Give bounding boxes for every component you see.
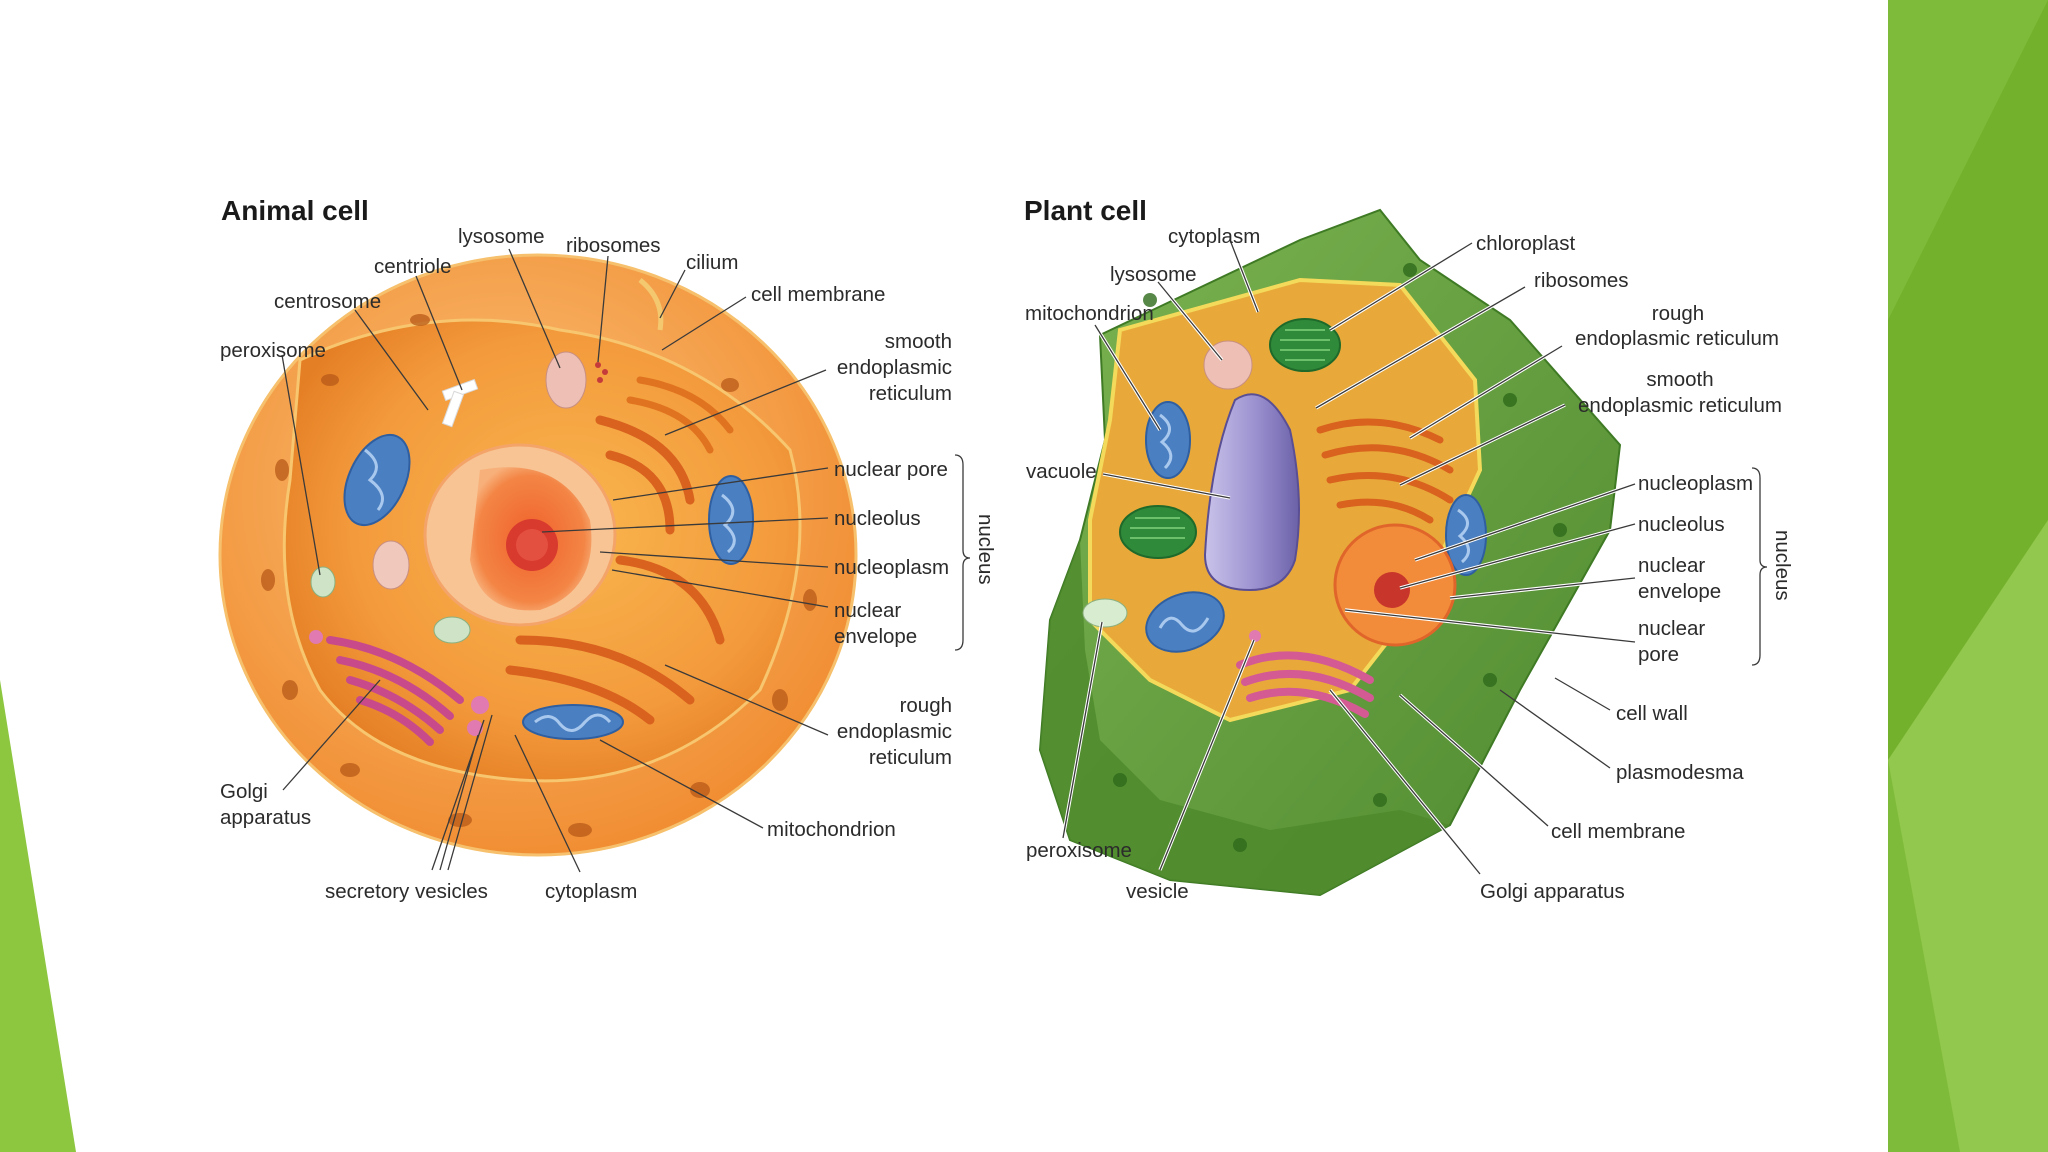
animal-label-nuclear-pore: nuclear pore xyxy=(834,458,948,481)
animal-label-smooth-er-1: smooth xyxy=(885,330,952,353)
plant-label-nucleus-bracket: nucleus xyxy=(1771,530,1794,601)
plant-label-nucleoplasm: nucleoplasm xyxy=(1638,472,1753,495)
animal-label-rough-er-1: rough xyxy=(900,694,952,717)
nucleolus-texture xyxy=(516,529,548,561)
plant-cell-title: Plant cell xyxy=(1024,195,1147,226)
left-green-sliver xyxy=(0,680,76,1152)
plant-label-smooth-er-1: smooth xyxy=(1646,368,1713,391)
animal-labels: lysosome ribosomes cilium centriole cell… xyxy=(220,225,997,903)
plant-mitochondria xyxy=(1145,401,1487,653)
animal-label-nuclear-envelope-1: nuclear xyxy=(834,599,901,622)
plant-cell-wall-side xyxy=(1040,540,1450,895)
animal-cell-title: Animal cell xyxy=(221,195,369,226)
plant-label-nuclear-envelope-1: nuclear xyxy=(1638,554,1705,577)
animal-cell-diagram: Animal cell xyxy=(218,195,997,903)
animal-label-cilium: cilium xyxy=(686,251,738,274)
animal-smooth-er-shape xyxy=(626,376,734,454)
animal-cilium-shape xyxy=(638,278,664,331)
plant-label-peroxisome: peroxisome xyxy=(1026,839,1132,862)
plant-label-rough-er-1: rough xyxy=(1652,302,1704,325)
plant-label-nuclear-envelope-2: envelope xyxy=(1638,580,1721,603)
animal-label-nucleus-bracket: nucleus xyxy=(974,514,997,585)
animal-label-centrosome: centrosome xyxy=(274,290,381,313)
animal-label-rough-er-2: endoplasmic xyxy=(837,720,952,743)
animal-centriole-shape xyxy=(441,378,479,428)
animal-label-centriole: centriole xyxy=(374,255,452,278)
plant-label-golgi: Golgi apparatus xyxy=(1480,880,1625,903)
plant-label-cell-wall: cell wall xyxy=(1616,702,1688,725)
animal-label-ribosomes: ribosomes xyxy=(566,234,661,257)
plant-label-plasmodesma: plasmodesma xyxy=(1616,761,1744,784)
plant-label-nuclear-pore-2: pore xyxy=(1638,643,1679,666)
animal-mitochondria xyxy=(343,433,754,740)
membrane-pits xyxy=(261,314,817,837)
animal-rough-er-shape xyxy=(505,415,725,725)
animal-label-cell-membrane: cell membrane xyxy=(751,283,885,306)
animal-label-nuclear-envelope-2: envelope xyxy=(834,625,917,648)
plant-label-ribosomes: ribosomes xyxy=(1534,269,1629,292)
plant-chloroplasts xyxy=(1119,318,1341,559)
animal-label-golgi-2: apparatus xyxy=(220,806,311,829)
plant-label-cell-membrane: cell membrane xyxy=(1551,820,1685,843)
animal-label-peroxisome: peroxisome xyxy=(220,339,326,362)
plant-label-cytoplasm: cytoplasm xyxy=(1168,225,1260,248)
animal-label-smooth-er-2: endoplasmic xyxy=(837,356,952,379)
plant-label-smooth-er-2: endoplasmic reticulum xyxy=(1578,394,1782,417)
animal-label-smooth-er-3: reticulum xyxy=(869,382,952,405)
animal-label-rough-er-3: reticulum xyxy=(869,746,952,769)
plant-label-mitochondrion: mitochondrion xyxy=(1025,302,1154,325)
animal-label-nucleoplasm: nucleoplasm xyxy=(834,556,949,579)
animal-label-golgi-1: Golgi xyxy=(220,780,268,803)
plant-label-rough-er-2: endoplasmic reticulum xyxy=(1575,327,1779,350)
plant-label-nuclear-pore-1: nuclear xyxy=(1638,617,1705,640)
plant-plasmodesmata xyxy=(1113,263,1567,852)
right-band-facet-2 xyxy=(1888,520,2048,1152)
plant-label-vesicle: vesicle xyxy=(1126,880,1189,903)
right-band-facet-1 xyxy=(1888,0,2048,760)
animal-label-secretory-vesicles: secretory vesicles xyxy=(325,880,488,903)
plant-label-vacuole: vacuole xyxy=(1026,460,1097,483)
animal-golgi-shape xyxy=(326,636,464,746)
plant-nucleolus-shape xyxy=(1374,572,1410,608)
animal-small-organelles xyxy=(309,351,608,736)
animal-label-mitochondrion: mitochondrion xyxy=(767,818,896,841)
plant-labels: cytoplasm chloroplast lysosome ribosomes… xyxy=(1025,225,1794,903)
animal-leader-lines xyxy=(281,248,971,873)
animal-label-nucleolus: nucleolus xyxy=(834,507,921,530)
plant-label-lysosome: lysosome xyxy=(1110,263,1197,286)
plant-label-nucleolus: nucleolus xyxy=(1638,513,1725,536)
plant-er-shape xyxy=(1316,418,1454,524)
plant-vacuole-shape xyxy=(1203,393,1300,592)
plant-leader-lines xyxy=(1061,239,1768,876)
plant-golgi-shape xyxy=(1236,651,1374,718)
plant-label-chloroplast: chloroplast xyxy=(1476,232,1575,255)
plant-cell-diagram: Plant cell xyxy=(1024,195,1794,903)
animal-label-cytoplasm: cytoplasm xyxy=(545,880,637,903)
animal-label-lysosome: lysosome xyxy=(458,225,545,248)
